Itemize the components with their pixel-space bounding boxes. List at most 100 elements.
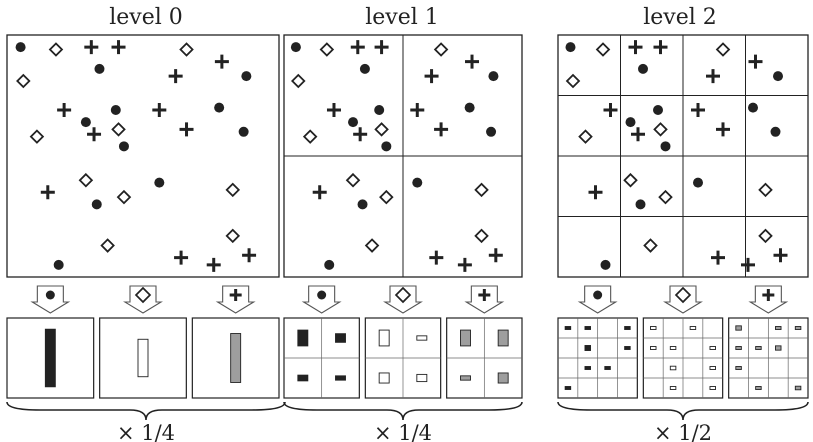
plus-marker	[434, 122, 449, 137]
dot-marker	[653, 105, 663, 116]
dot-histogram-bar	[584, 345, 591, 351]
down-arrow-icon	[301, 285, 342, 314]
dot-histogram-bar	[584, 326, 591, 330]
dot-histogram-bar	[624, 326, 631, 330]
diamond-marker	[179, 42, 194, 57]
plus-marker	[429, 250, 444, 265]
diamond-marker	[758, 182, 773, 198]
plus-histogram-bar	[755, 346, 762, 350]
plus-histogram-bar	[735, 366, 742, 370]
level-0-brace	[6, 401, 286, 421]
dot-marker	[635, 199, 646, 210]
level-0-title: level 0	[109, 5, 183, 30]
diamond-marker	[565, 73, 581, 89]
dot-marker	[359, 63, 370, 74]
diamond-marker	[658, 189, 673, 205]
diamond-marker	[29, 129, 45, 144]
dot-marker	[348, 117, 359, 128]
level-2-brace	[557, 401, 809, 421]
dot-marker	[80, 117, 91, 128]
plus-histogram-bar	[755, 386, 762, 390]
plus-marker	[691, 103, 705, 118]
plus-histogram-bar	[794, 385, 802, 391]
dot-marker	[464, 102, 475, 113]
diamond-marker	[379, 189, 394, 205]
plus-marker	[326, 103, 341, 118]
dot-histogram-bar	[564, 386, 572, 390]
dot-marker	[324, 259, 335, 270]
dot-histogram-bar	[564, 326, 572, 330]
dia-histogram-bar	[669, 346, 677, 350]
plus-histogram-bar	[460, 375, 471, 381]
plus-marker	[40, 185, 55, 200]
diamond-marker	[623, 172, 638, 188]
dot-marker	[118, 141, 129, 152]
diamond-marker	[578, 129, 593, 144]
dot-marker	[565, 42, 576, 53]
level-0-scale-label: × 1/4	[117, 421, 175, 442]
plus-marker	[168, 69, 183, 84]
dia-histogram-bar	[416, 373, 428, 383]
plus-marker	[628, 40, 643, 55]
diamond-marker	[225, 182, 241, 198]
diamond-marker	[364, 238, 380, 253]
dot-marker	[214, 102, 225, 113]
level-1-scale-label: × 1/4	[374, 421, 432, 442]
level-1-title: level 1	[365, 5, 439, 30]
plus-marker	[603, 103, 618, 118]
plus-marker	[111, 40, 126, 55]
dia-histogram-bar	[709, 386, 716, 390]
diamond-marker	[653, 122, 668, 137]
dot-histogram-bar	[604, 366, 611, 370]
plus-marker	[350, 40, 365, 55]
dot-histogram-bar	[297, 374, 309, 382]
plus-marker	[424, 69, 439, 84]
plus-marker	[711, 250, 725, 265]
dot-icon	[593, 290, 603, 300]
plus-histogram-bar	[735, 325, 742, 331]
level-2-title: level 2	[643, 5, 717, 30]
plus-marker	[87, 127, 102, 142]
dia-histogram-bar	[709, 346, 716, 350]
dot-marker	[748, 102, 758, 113]
dia-histogram-bar	[378, 329, 390, 347]
plus-marker	[353, 127, 368, 142]
diamond-marker	[715, 42, 731, 57]
diamond-marker	[116, 189, 132, 205]
plus-icon	[229, 289, 242, 301]
dot-marker	[660, 141, 671, 152]
dia-histogram-bar	[416, 335, 428, 341]
plus-marker	[465, 54, 480, 69]
dot-marker	[110, 105, 121, 116]
diamond-marker	[111, 122, 126, 137]
dot-marker	[486, 126, 497, 137]
diamond-marker	[302, 129, 318, 144]
plus-marker	[741, 257, 755, 272]
dot-marker	[412, 177, 423, 188]
plus-marker	[716, 122, 730, 137]
dot-marker	[238, 126, 249, 137]
plus-histogram-bar	[775, 345, 782, 351]
diamond-marker	[100, 238, 115, 253]
diamond-marker	[595, 42, 611, 57]
dia-histogram-bar	[378, 372, 390, 384]
dia-histogram-bar	[669, 365, 677, 371]
level-1-panel	[283, 34, 523, 399]
dot-marker	[15, 42, 26, 53]
dot-histogram-bar	[335, 375, 346, 381]
plus-marker	[457, 257, 472, 272]
level-2-scale-label: × 1/2	[654, 421, 712, 442]
plus-marker	[374, 40, 389, 55]
diamond-marker	[78, 172, 94, 188]
dot-marker	[94, 63, 105, 74]
dot-marker	[53, 259, 64, 270]
plus-histogram-bar	[497, 329, 509, 347]
plus-histogram-bar	[775, 326, 782, 330]
diamond-marker	[474, 182, 489, 198]
diamond-marker	[291, 73, 306, 89]
down-arrow-icon	[30, 285, 71, 314]
dot-marker	[381, 141, 392, 152]
level-0-panel	[6, 34, 280, 399]
diamond-icon	[394, 286, 412, 304]
